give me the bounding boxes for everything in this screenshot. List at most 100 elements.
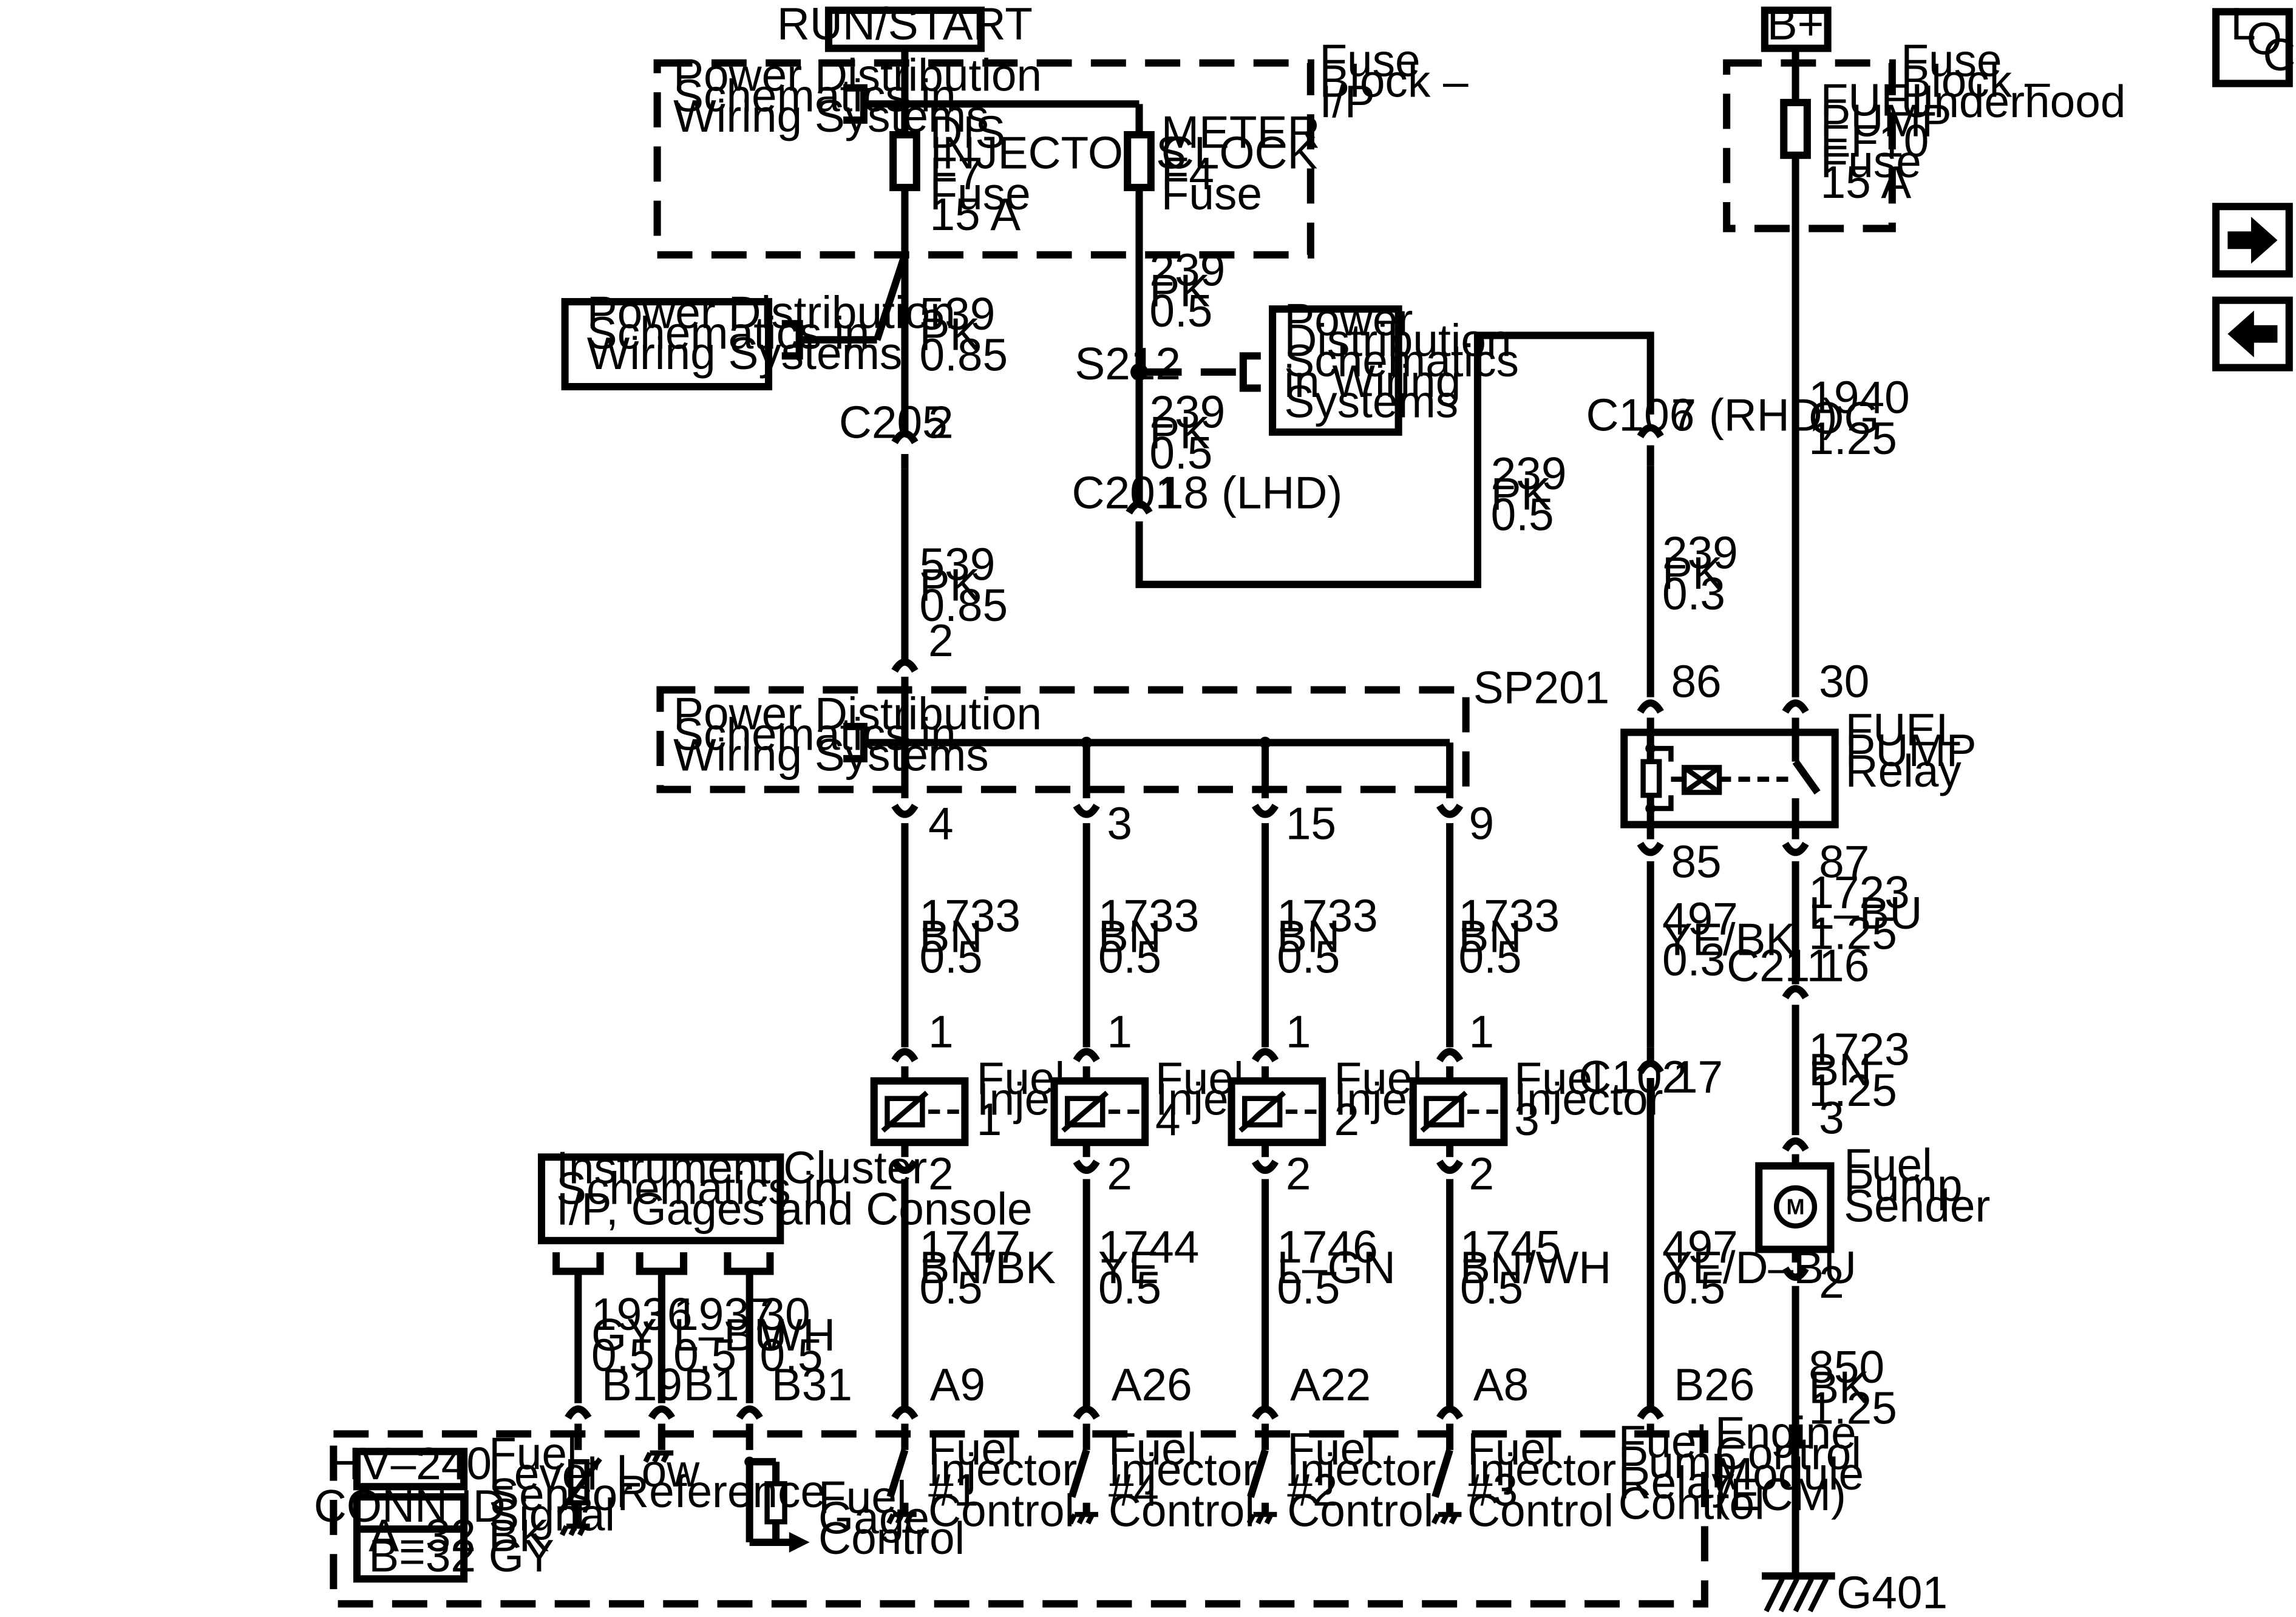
- low-reference-ground-icon: [643, 1450, 674, 1463]
- splice-pack-sp201-outline: [656, 686, 1470, 793]
- connector-c211: C211: [1727, 940, 1832, 991]
- svg-text:Low: Low: [616, 1445, 700, 1496]
- svg-text:Injector: Injector: [1467, 1444, 1616, 1495]
- svg-text:YE: YE: [1098, 1242, 1159, 1293]
- fuse-block-underhood-label: Fuse Block – Underhood: [1901, 35, 2125, 127]
- svg-text:9: 9: [1469, 798, 1494, 849]
- injector-4-control-switch: [1068, 1449, 1098, 1525]
- arrow-left-icon: [2227, 310, 2278, 358]
- wire-239-pk-label-d: 239 PK 0.3: [1662, 527, 1738, 619]
- svg-text:FUEL: FUEL: [1821, 75, 1937, 126]
- svg-text:0.5: 0.5: [920, 1263, 983, 1314]
- svg-text:I/P, Gages and Console: I/P, Gages and Console: [556, 1183, 1033, 1234]
- svg-text:1: 1: [1469, 1006, 1494, 1057]
- svg-text:0.5: 0.5: [1491, 489, 1554, 540]
- wire-539-pk-label-a: 539 PK 0.85: [920, 288, 1008, 381]
- connector-c106-pin: 7 (RHD): [1671, 389, 1837, 440]
- svg-text:Fuse: Fuse: [1161, 168, 1262, 219]
- svg-text:Sender: Sender: [1844, 1180, 1990, 1231]
- injector-2-control-switch: [1246, 1449, 1277, 1525]
- svg-text:Fuel: Fuel: [489, 1428, 577, 1479]
- prev-page-button[interactable]: [2212, 296, 2293, 371]
- svg-text:1746: 1746: [1277, 1221, 1377, 1272]
- svg-text:0.5: 0.5: [1098, 931, 1161, 982]
- svg-text:0.5: 0.5: [760, 1330, 823, 1381]
- connector-c201: C201: [1072, 467, 1181, 518]
- svg-text:1940: 1940: [1809, 371, 1909, 422]
- svg-text:Injector: Injector: [1287, 1444, 1436, 1495]
- svg-text:METER: METER: [1161, 107, 1320, 158]
- svg-text:1.25: 1.25: [1809, 413, 1897, 464]
- svg-text:1733: 1733: [1459, 890, 1560, 941]
- svg-text:Reference: Reference: [616, 1466, 826, 1517]
- b-plus-text: B+: [1767, 0, 1824, 49]
- power-distribution-ref-1[interactable]: Power Distribution Schematics in Wiring …: [673, 50, 1042, 142]
- svg-text:1.25: 1.25: [1809, 1065, 1897, 1116]
- svg-text:BN/BK: BN/BK: [920, 1242, 1056, 1293]
- svg-text:1937: 1937: [673, 1289, 774, 1340]
- fuse-ef10-icon: [1780, 98, 1811, 159]
- power-distribution-ref-3[interactable]: Power Distribution Schematics in Wiring …: [1269, 294, 1519, 436]
- relay-pin-85: 85: [1671, 836, 1721, 887]
- svg-text:Wiring Systems: Wiring Systems: [673, 90, 988, 141]
- power-distribution-ref-4[interactable]: Power Distribution Schematics in Wiring …: [673, 688, 1042, 781]
- sender-pin-3: 3: [1819, 1093, 1844, 1144]
- svg-text:L–BU: L–BU: [673, 1309, 787, 1360]
- svg-text:Wiring Systems: Wiring Systems: [587, 328, 903, 379]
- instrument-cluster-ref[interactable]: Instrument Cluster Schematics in I/P, Ga…: [537, 1142, 1033, 1244]
- svg-text:PK: PK: [1149, 407, 1210, 458]
- svg-text:A9: A9: [929, 1359, 985, 1410]
- svg-text:GY: GY: [591, 1309, 657, 1360]
- svg-text:Injector: Injector: [1514, 1073, 1663, 1124]
- wire-1723-lbu-label: 1723 L–BU 1.25: [1809, 867, 1922, 959]
- svg-text:Fuel: Fuel: [1844, 1139, 1932, 1190]
- relay-pin-86: 86: [1671, 656, 1721, 707]
- svg-text:A26: A26: [1112, 1359, 1192, 1410]
- svg-text:FUEL: FUEL: [1846, 704, 1961, 755]
- svg-text:Systems: Systems: [1284, 376, 1458, 427]
- sender-pin-2: 2: [1819, 1256, 1844, 1307]
- svg-text:4: 4: [1155, 1094, 1181, 1145]
- wire-239-pk-label-c: 239 PK 0.5: [1491, 448, 1567, 540]
- wire-497-ye-bk-label: 497 YE/BK 0.3: [1662, 893, 1796, 986]
- svg-text:1744: 1744: [1098, 1221, 1199, 1272]
- svg-text:Level: Level: [489, 1448, 597, 1499]
- svg-text:A8: A8: [1473, 1359, 1529, 1410]
- next-page-button[interactable]: [2212, 203, 2293, 278]
- svg-text:Schematics in: Schematics in: [556, 1163, 839, 1214]
- svg-text:DIS: DIS: [929, 107, 1005, 158]
- ground-g401-label: G401: [1836, 1567, 1948, 1617]
- ecm-pin-terminals: [565, 1405, 1664, 1450]
- svg-text:3: 3: [1107, 798, 1132, 849]
- connector-b1: B1: [684, 1359, 739, 1410]
- svg-text:B=32 GY: B=32 GY: [369, 1530, 554, 1581]
- svg-text:Signal: Signal: [489, 1490, 615, 1541]
- wire-239-pk-label-a: 239 PK 0.5: [1149, 245, 1225, 337]
- fuse-ef10-label: FUEL PUMP EF10 Fuse 15 A: [1821, 75, 1952, 208]
- svg-text:BN: BN: [920, 910, 983, 961]
- svg-text:Pump: Pump: [1618, 1437, 1737, 1488]
- relay-pin-87: 87: [1819, 836, 1869, 887]
- svg-text:BN: BN: [1277, 910, 1340, 961]
- svg-text:239: 239: [1149, 245, 1225, 296]
- fuel-pump-sender-label: Fuel Pump Sender: [1844, 1139, 1990, 1232]
- svg-text:0.5: 0.5: [591, 1330, 654, 1381]
- loc-o-letter: O: [2247, 13, 2282, 64]
- svg-text:Fuel: Fuel: [928, 1423, 1017, 1474]
- svg-text:EF10: EF10: [1821, 115, 1929, 166]
- svg-text:0.3: 0.3: [1662, 568, 1725, 619]
- loc-button[interactable]: L O C: [2212, 0, 2295, 87]
- connector-b31: B31: [772, 1359, 852, 1410]
- fuse-block-ip-outline: [653, 59, 1314, 259]
- power-distribution-ref-2[interactable]: Power Distribution Schematics in Wiring …: [561, 287, 956, 391]
- svg-text:3: 3: [1514, 1094, 1540, 1145]
- svg-text:in Wiring: in Wiring: [1284, 356, 1461, 407]
- svg-text:850: 850: [1809, 1341, 1884, 1392]
- svg-text:Relay: Relay: [1618, 1457, 1735, 1508]
